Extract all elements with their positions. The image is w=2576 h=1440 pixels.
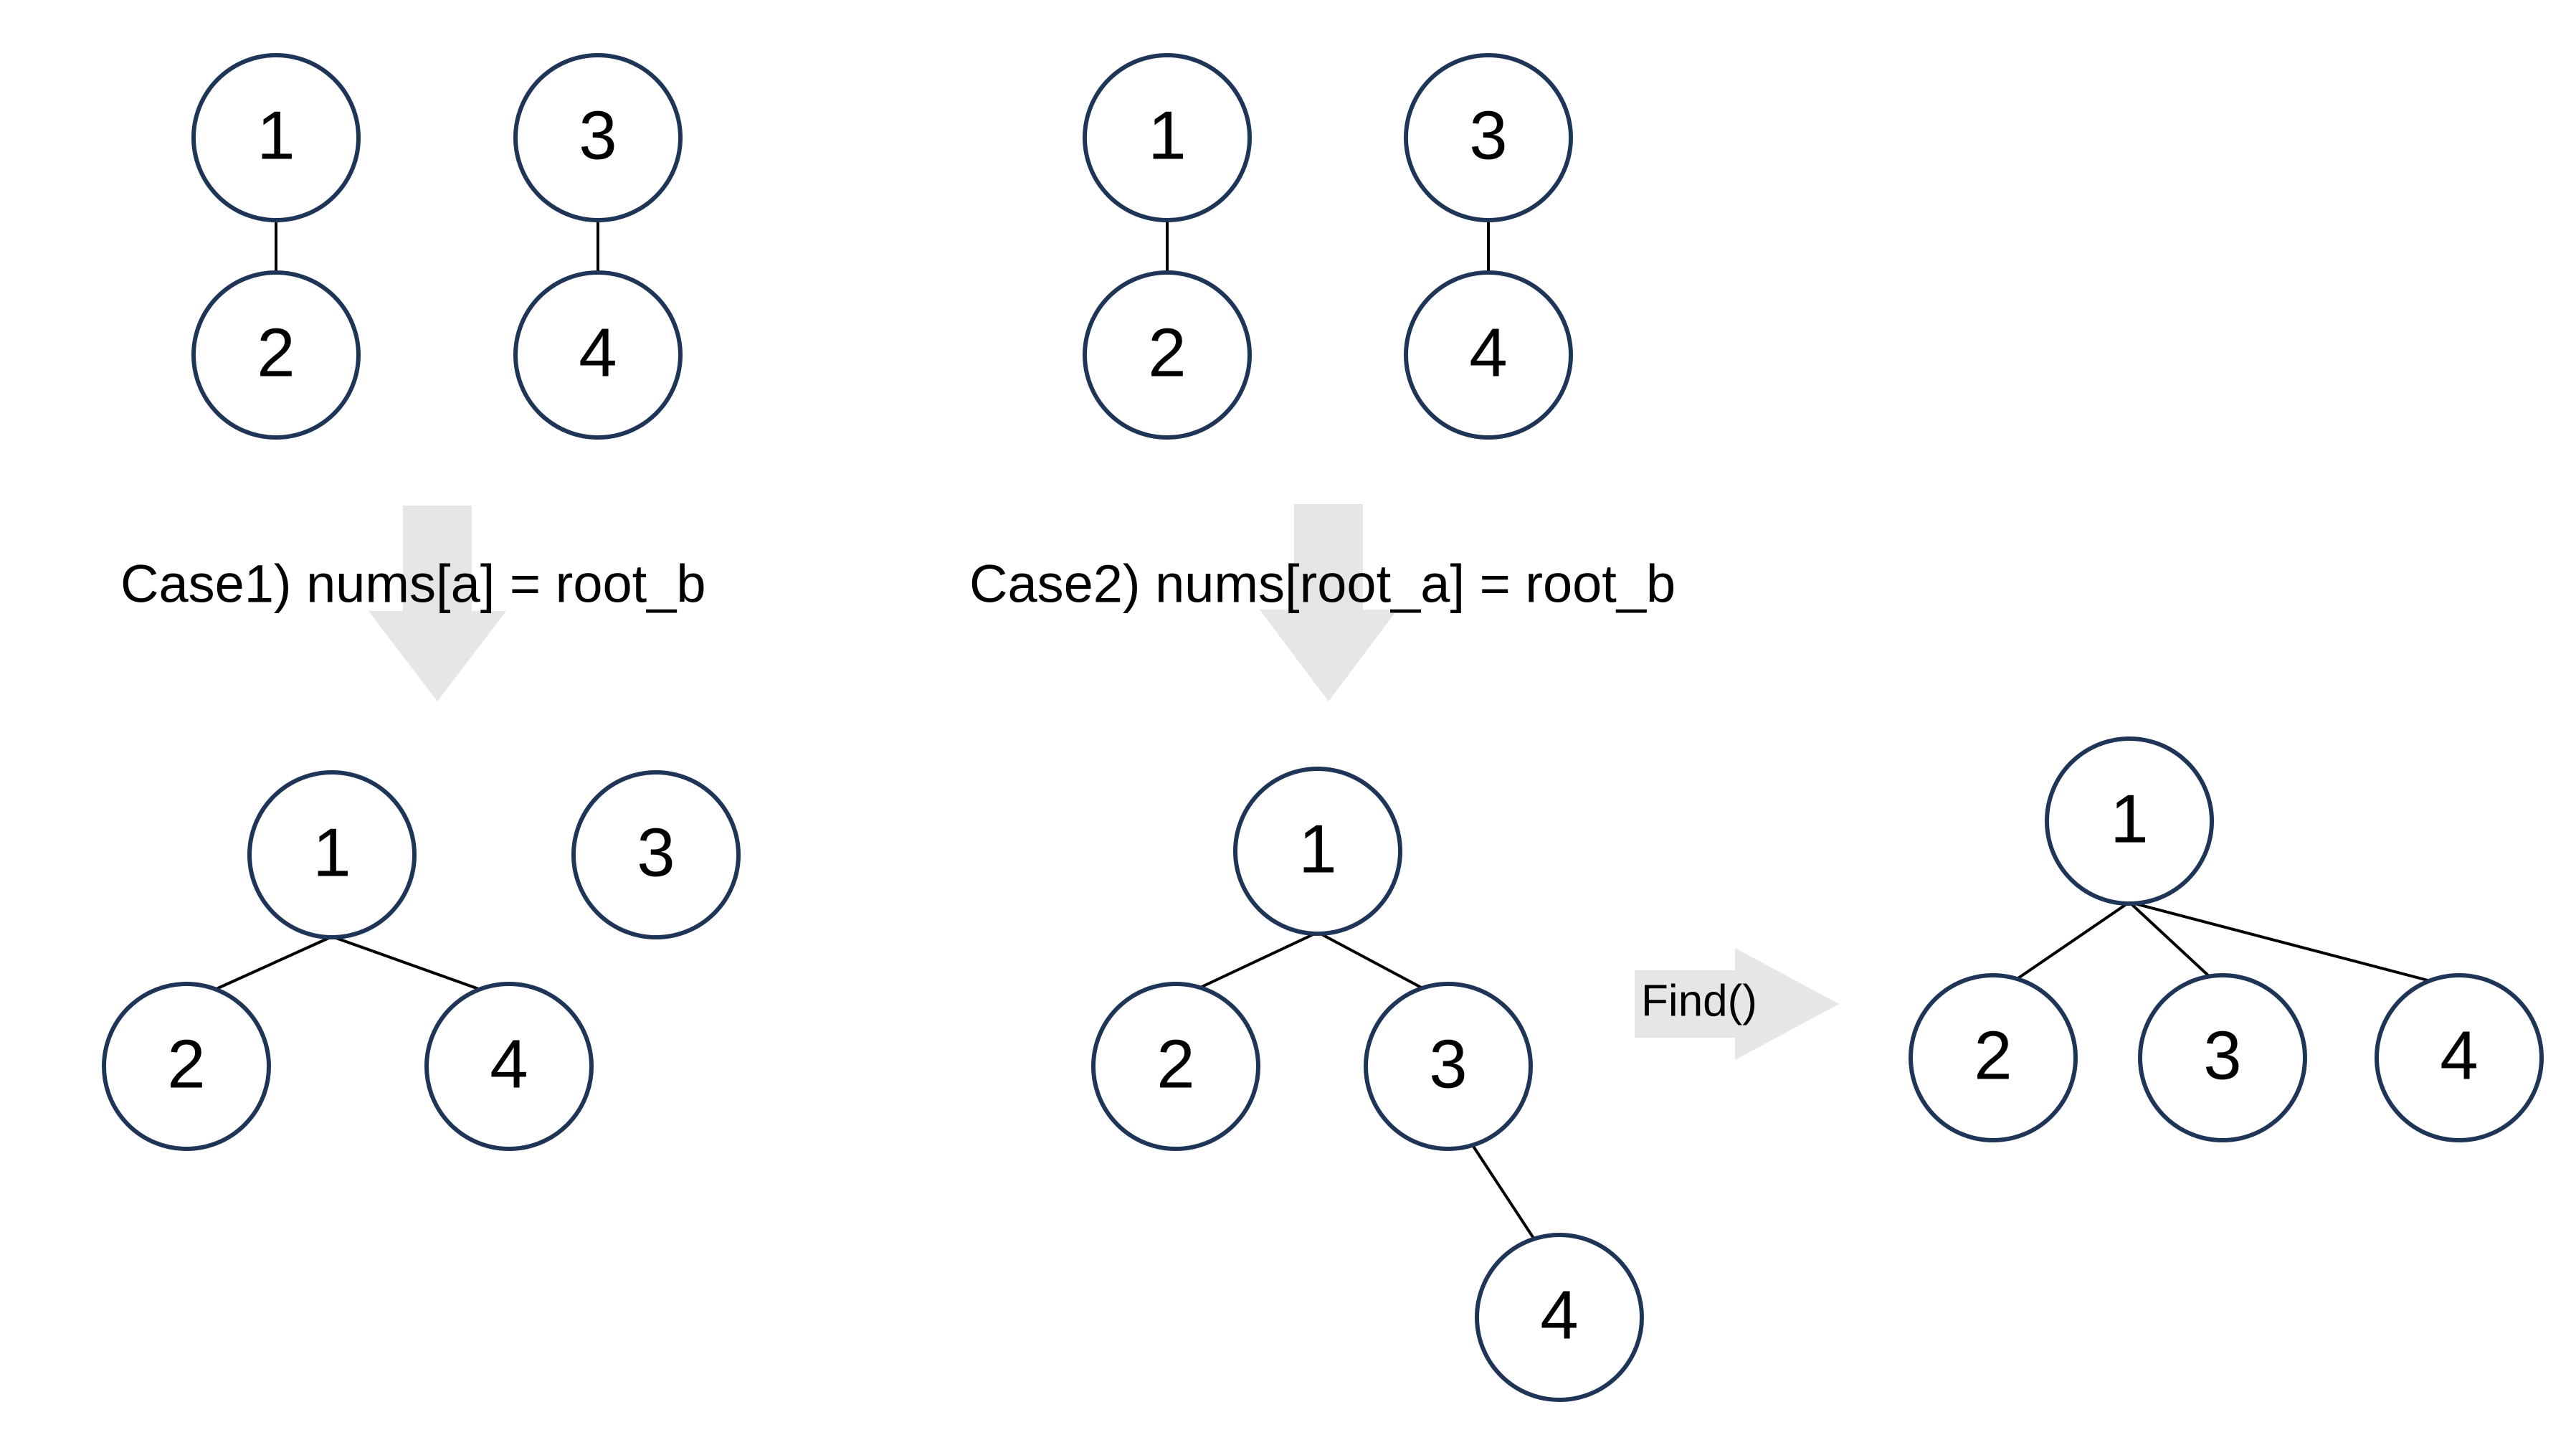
node-label: 4 (1469, 314, 1507, 391)
node-circle (513, 53, 683, 222)
node-label: 2 (257, 314, 295, 391)
case1-after-group: 1 2 4 3 (102, 770, 741, 1151)
node-fr1[interactable]: 1 (2045, 736, 2214, 906)
node-fr3[interactable]: 3 (2138, 973, 2307, 1142)
case2-label: Case2) nums[root_a] = root_b (969, 554, 1676, 614)
find-label: Find() (1641, 976, 1757, 1025)
node-label: 4 (490, 1025, 528, 1102)
node-circle (513, 270, 683, 440)
node-c2b3[interactable]: 3 (1404, 53, 1573, 222)
node-label: 4 (1540, 1276, 1578, 1353)
edge-c2a1-c2a3 (1317, 931, 1426, 991)
node-circle (1404, 53, 1573, 222)
node-circle (1364, 982, 1533, 1151)
edge-fr1-fr4 (2129, 901, 2431, 982)
node-label: 1 (257, 97, 295, 174)
node-c2b2[interactable]: 2 (1083, 270, 1252, 440)
node-label: 2 (1148, 314, 1186, 391)
node-label: 3 (2203, 1017, 2241, 1094)
node-c2a1[interactable]: 1 (1233, 767, 1402, 936)
node-label: 4 (2440, 1017, 2478, 1094)
node-label: 1 (313, 814, 351, 891)
edge-c2a1-c2a2 (1198, 931, 1318, 990)
node-c2a3[interactable]: 3 (1364, 982, 1533, 1151)
down-arrow-case1 (369, 506, 506, 701)
node-label: 2 (1156, 1025, 1194, 1102)
down-arrow-case2 (1260, 504, 1397, 701)
case1-label: Case1) nums[a] = root_b (120, 554, 706, 614)
node-c2b1[interactable]: 1 (1083, 53, 1252, 222)
node-label: 1 (1298, 810, 1336, 887)
node-circle (1091, 982, 1260, 1151)
edge-c1a1-c1a4 (331, 935, 485, 993)
case1-before-group: 1 2 3 4 (191, 53, 683, 440)
node-c1a4[interactable]: 4 (424, 982, 594, 1151)
node-circle (247, 770, 417, 939)
find-right-arrow (1635, 948, 1839, 1060)
node-c1a3[interactable]: 3 (571, 770, 741, 939)
node-c1a1[interactable]: 1 (247, 770, 417, 939)
node-circle (1404, 270, 1573, 440)
node-circle (1083, 270, 1252, 440)
node-circle (571, 770, 741, 939)
node-label: 1 (1148, 97, 1186, 174)
node-c1b3[interactable]: 3 (513, 53, 683, 222)
node-label: 3 (1429, 1025, 1467, 1102)
node-fr4[interactable]: 4 (2375, 973, 2544, 1142)
node-circle (424, 982, 594, 1151)
node-label: 3 (579, 97, 617, 174)
edge-fr1-fr2 (2015, 901, 2131, 981)
node-c2b4[interactable]: 4 (1404, 270, 1573, 440)
node-c1b2[interactable]: 2 (191, 270, 361, 440)
node-c2a4[interactable]: 4 (1475, 1233, 1644, 1402)
case2-before-group: 1 2 3 4 (1083, 53, 1573, 440)
node-circle (191, 53, 361, 222)
node-circle (1909, 973, 2078, 1142)
node-label: 2 (167, 1025, 205, 1102)
node-label: 3 (1469, 97, 1507, 174)
node-circle (1233, 767, 1402, 936)
node-circle (1475, 1233, 1644, 1402)
node-label: 2 (1974, 1017, 2012, 1094)
node-c2a2[interactable]: 2 (1091, 982, 1260, 1151)
node-fr2[interactable]: 2 (1909, 973, 2078, 1142)
node-circle (2138, 973, 2307, 1142)
node-circle (191, 270, 361, 440)
case2-after-group: 1 2 3 4 (1091, 767, 1644, 1402)
node-label: 1 (2110, 780, 2148, 857)
edge-c1a1-c1a2 (211, 935, 333, 993)
node-circle (102, 982, 271, 1151)
node-c1b4[interactable]: 4 (513, 270, 683, 440)
node-label: 3 (637, 814, 675, 891)
node-circle (1083, 53, 1252, 222)
node-circle (2045, 736, 2214, 906)
edge-c2a3-c2a4 (1470, 1142, 1536, 1241)
node-c1a2[interactable]: 2 (102, 982, 271, 1151)
edge-fr1-fr3 (2128, 901, 2211, 978)
node-circle (2375, 973, 2544, 1142)
find-result-group: 1 2 3 4 (1909, 736, 2544, 1142)
node-c1b1[interactable]: 1 (191, 53, 361, 222)
node-label: 4 (579, 314, 617, 391)
